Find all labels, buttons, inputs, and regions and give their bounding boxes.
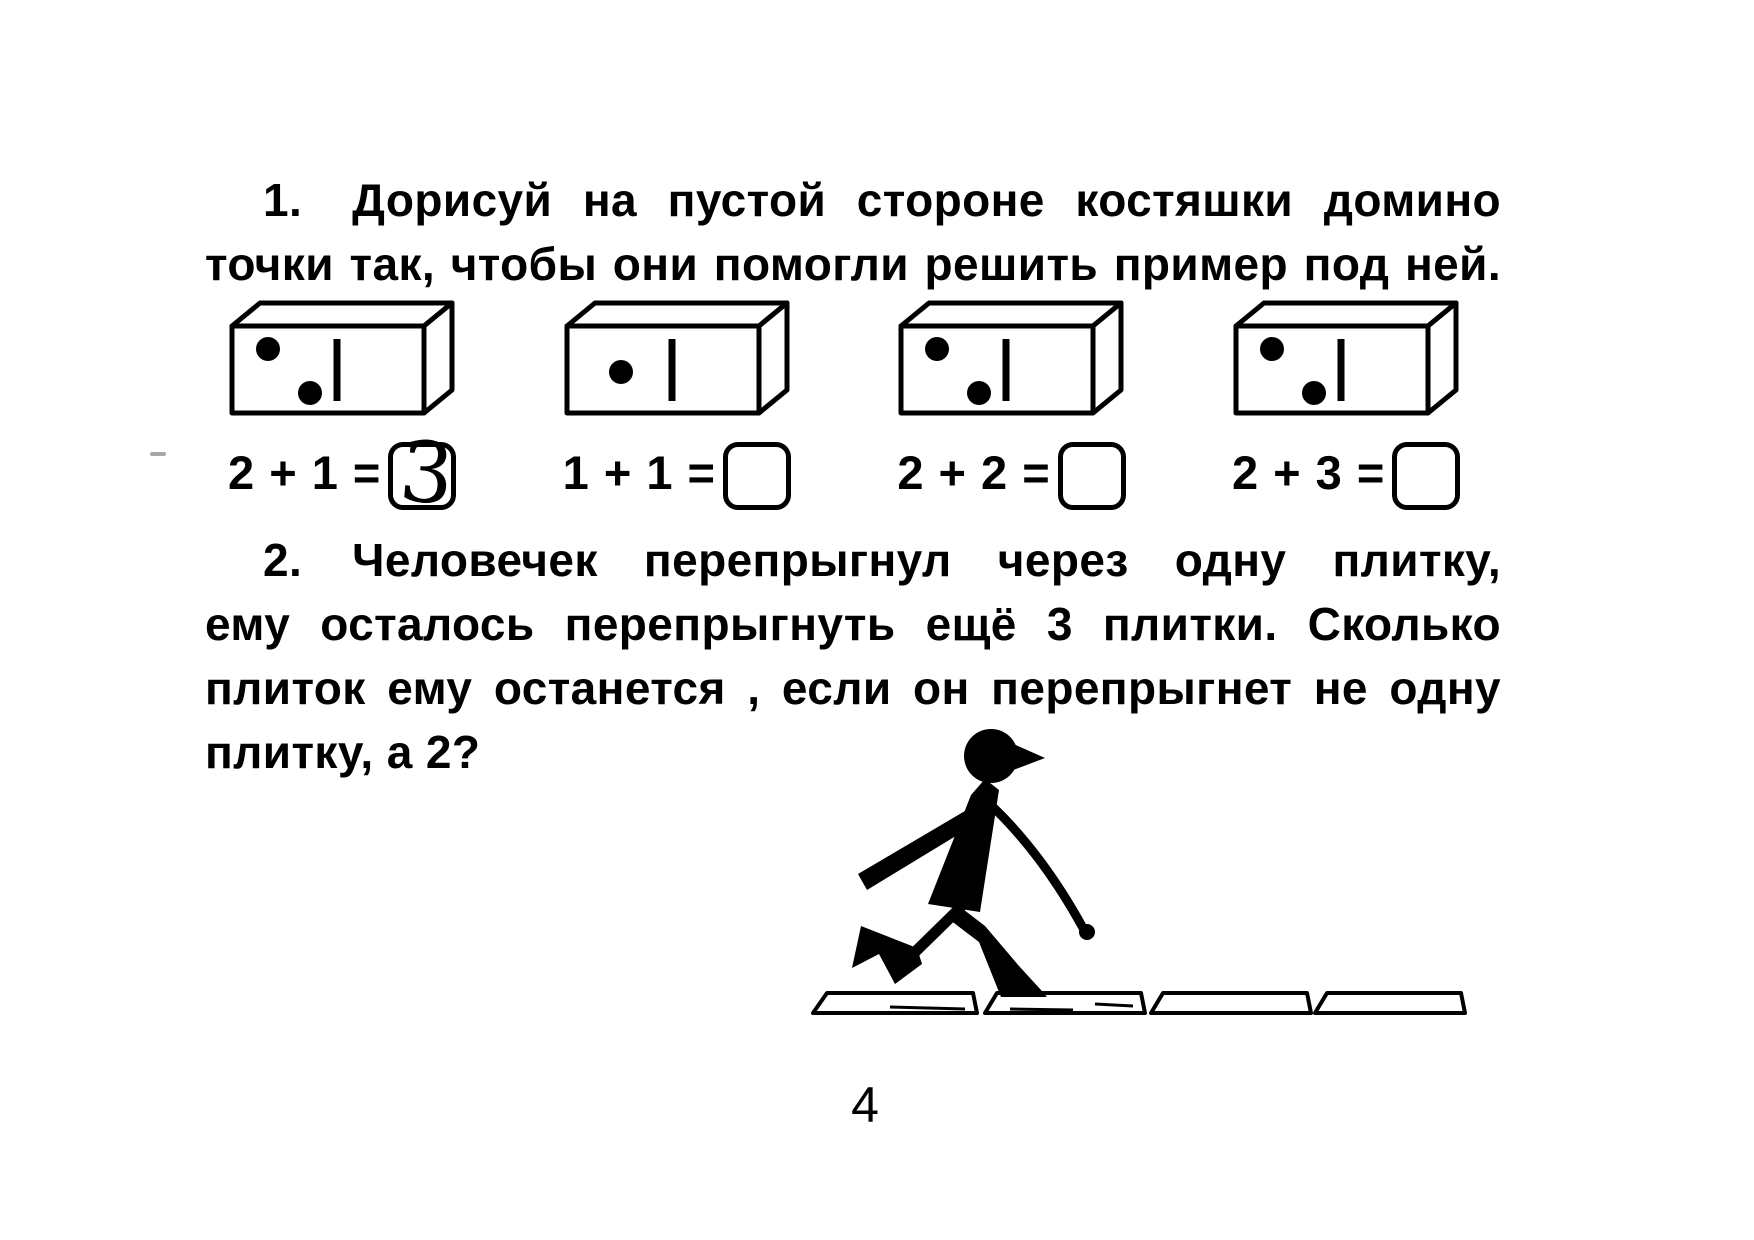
- figure-back-leg: [950, 903, 1047, 997]
- domino-2-drawing[interactable]: [563, 296, 791, 418]
- dominoes-row: [228, 296, 1472, 418]
- tile-2-shading: [1009, 1007, 1074, 1012]
- domino-3: [897, 296, 1137, 418]
- domino-top-face: [229, 300, 455, 329]
- task2-text: 2. Человечек перепрыгнул через одну плитк…: [205, 528, 1501, 784]
- domino-2: [563, 296, 803, 418]
- task1-text: 1. Дорисуй на пустой стороне костяшки дом…: [205, 168, 1501, 296]
- task2-line-1-text: Человечек перепрыгнул через одну плитку,: [352, 534, 1501, 586]
- equations-row: 2 + 1 = 3 1 + 1 = 2 + 2 = 2 + 3 =: [228, 422, 1472, 524]
- task2-line-4: плитку, а 2?: [205, 726, 481, 778]
- task2-line-2: ему осталось перепрыгнуть ещё 3 плитки. …: [205, 598, 1501, 650]
- task1-number: 1.: [263, 174, 303, 226]
- task2-number: 2.: [263, 534, 303, 586]
- task2-line-1: 2. Человечек перепрыгнул через одну плитк…: [205, 528, 1501, 592]
- domino-top-face: [1233, 300, 1459, 329]
- figure-front-hand: [1079, 924, 1095, 940]
- tile-3: [1149, 991, 1313, 1015]
- jumping-figure-illustration: [811, 729, 1467, 1015]
- equation-2-text: 1 + 1 =: [562, 446, 717, 499]
- domino-4: [1232, 296, 1472, 418]
- domino-side-face: [756, 300, 790, 416]
- domino-1-pips: [256, 337, 322, 405]
- figure-front-arm: [987, 801, 1088, 933]
- domino-side-face: [1090, 300, 1124, 416]
- task1-line-1-text: Дорисуй на пустой стороне костяшки домин…: [352, 174, 1501, 226]
- domino-4-drawing[interactable]: [1232, 296, 1460, 418]
- domino-3-drawing[interactable]: [897, 296, 1125, 418]
- figure-back-arm: [858, 798, 992, 890]
- answer-box-2[interactable]: [723, 442, 792, 510]
- answer-box-4[interactable]: [1392, 442, 1461, 510]
- tile-1-shading: [889, 1005, 966, 1011]
- domino-side-face: [1425, 300, 1459, 416]
- domino-1: [228, 296, 468, 418]
- domino-3-pips: [925, 337, 992, 405]
- domino-1-drawing[interactable]: [228, 296, 456, 418]
- equation-1-text: 2 + 1 =: [228, 446, 382, 499]
- task1-line-1: 1. Дорисуй на пустой стороне костяшки дом…: [205, 168, 1501, 232]
- domino-front-face[interactable]: [229, 323, 427, 416]
- equation-4-text: 2 + 3 =: [1231, 446, 1386, 499]
- equation-3: 2 + 2 =: [897, 438, 1137, 510]
- task2-line-3: плиток ему останется , если он перепрыгн…: [205, 662, 1501, 714]
- equation-1: 2 + 1 = 3: [228, 422, 468, 524]
- equation-4: 2 + 3 =: [1232, 438, 1472, 510]
- equation-3-text: 2 + 2 =: [897, 446, 1051, 499]
- answer-box-3[interactable]: [1057, 442, 1126, 510]
- domino-4-pips: [1259, 337, 1326, 405]
- figure-front-foot: [852, 926, 922, 984]
- figure-head: [964, 729, 1018, 783]
- jumping-figure: [852, 729, 1095, 997]
- domino-front-face[interactable]: [898, 323, 1096, 416]
- equation-2: 1 + 1 =: [563, 438, 803, 510]
- task1-line-2: точки так, чтобы они помогли решить прим…: [205, 238, 1501, 290]
- page-number: 4: [851, 1077, 879, 1133]
- domino-front-face[interactable]: [564, 323, 762, 416]
- tile-2-shading-2: [1094, 1002, 1134, 1008]
- domino-side-face: [421, 300, 455, 416]
- figure-cap-visor: [1008, 742, 1045, 772]
- tile-4: [1313, 991, 1467, 1015]
- scan-artifact: [150, 452, 166, 456]
- domino-top-face: [898, 300, 1124, 329]
- handwritten-answer-1: 3: [396, 421, 458, 525]
- domino-top-face: [564, 300, 790, 329]
- answer-box-1[interactable]: 3: [388, 422, 458, 524]
- domino-front-face[interactable]: [1233, 323, 1431, 416]
- domino-2-pips: [608, 360, 633, 384]
